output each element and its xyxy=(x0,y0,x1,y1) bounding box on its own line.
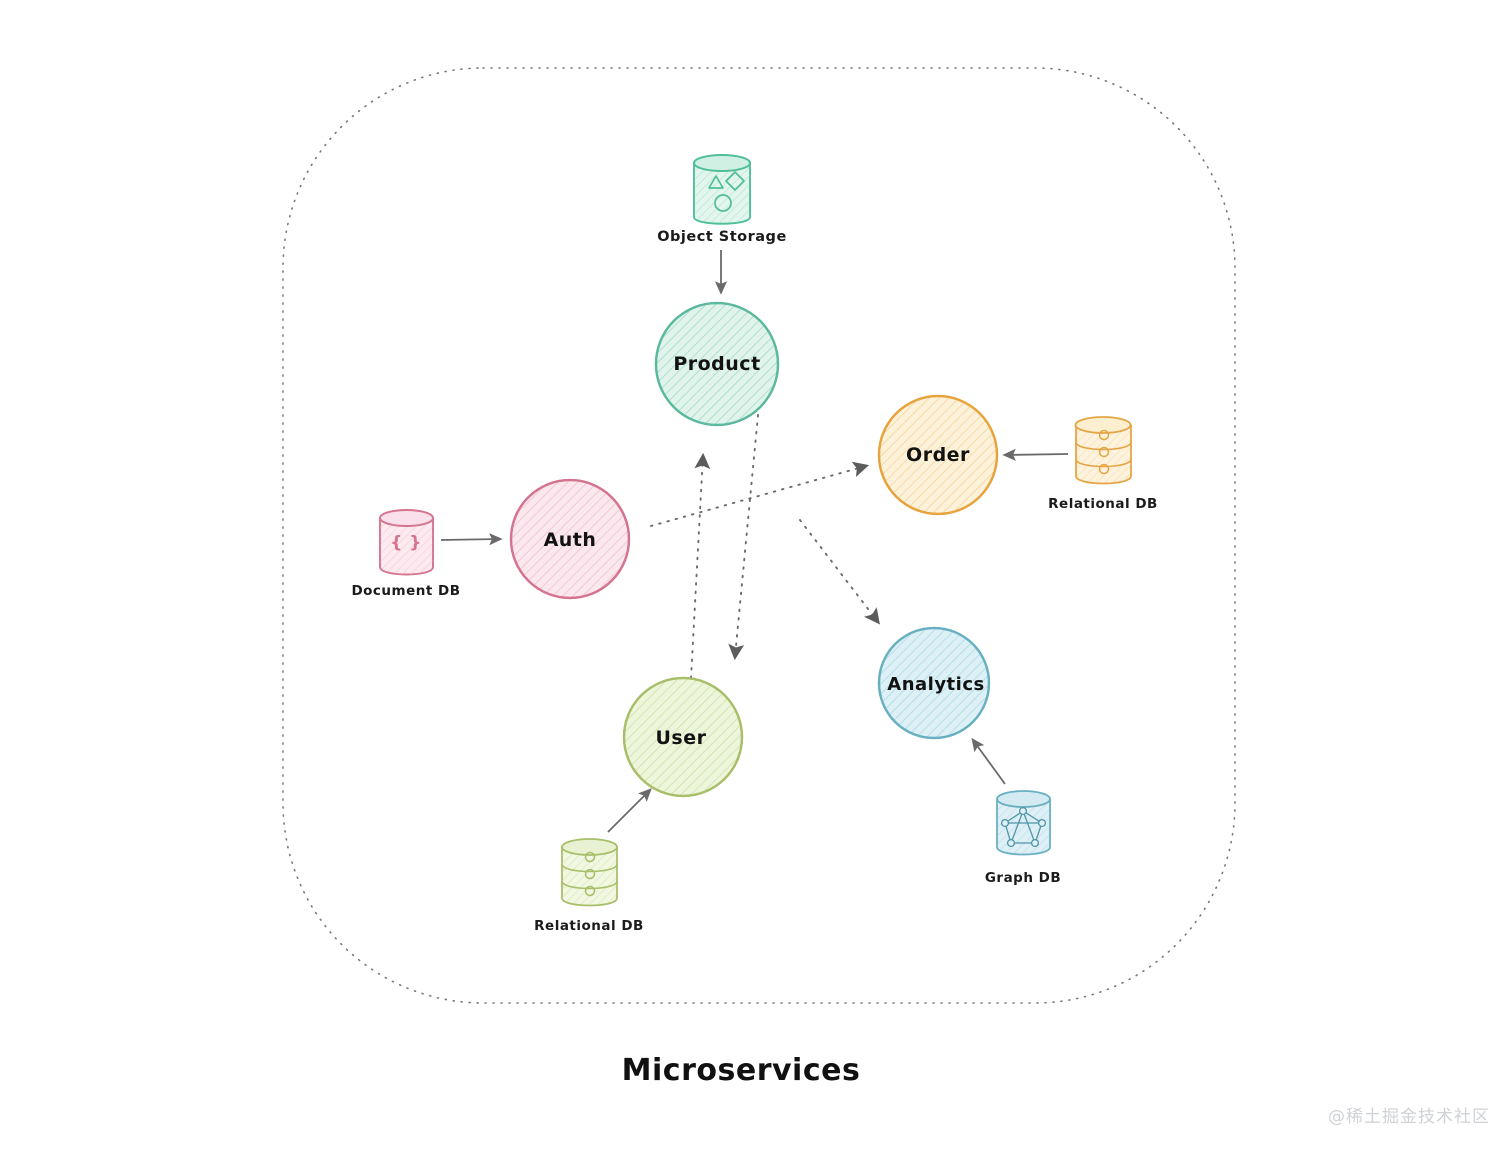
connection-document-db-to-auth xyxy=(440,533,503,546)
connection-product-to-user xyxy=(728,414,759,661)
datastore-label-graph-db: Graph DB xyxy=(985,870,1061,886)
datastore-label-relational-db-user: Relational DB xyxy=(534,918,644,934)
connection-auth-to-order xyxy=(650,461,870,527)
service-node-analytics[interactable]: Analytics xyxy=(877,626,991,740)
circle-glyph xyxy=(714,194,732,212)
service-node-user[interactable]: User xyxy=(622,676,744,798)
service-label-analytics: Analytics xyxy=(887,674,984,695)
datastore-document-db[interactable]: { } Document DB xyxy=(351,509,460,599)
connection-order-to-analytics xyxy=(799,519,880,625)
datastore-object-storage[interactable]: Object Storage xyxy=(657,154,787,245)
service-node-product[interactable]: Product xyxy=(654,301,780,427)
connection-user-to-product xyxy=(690,452,711,679)
datastore-label-document-db: Document DB xyxy=(351,583,460,599)
diagram-boundary xyxy=(282,67,1236,1004)
connection-graph-db-to-analytics xyxy=(971,737,1006,785)
service-label-order: Order xyxy=(906,444,970,466)
diagram-title: Microservices xyxy=(622,1053,861,1088)
watermark: @稀土掘金技术社区 xyxy=(1328,1107,1490,1127)
datastore-relational-db-user[interactable]: Relational DB xyxy=(534,838,644,934)
connection-relational-db-to-user xyxy=(607,788,652,833)
service-label-user: User xyxy=(656,727,707,749)
service-node-order[interactable]: Order xyxy=(877,394,999,516)
service-label-auth: Auth xyxy=(544,529,597,551)
service-node-auth[interactable]: Auth xyxy=(509,478,631,600)
datastore-label-object-storage: Object Storage xyxy=(657,229,787,245)
connection-relational-db-to-order xyxy=(1002,448,1069,461)
datastore-relational-db-order[interactable]: Relational DB xyxy=(1048,416,1158,512)
diamond-glyph xyxy=(725,171,745,191)
service-label-product: Product xyxy=(673,353,760,375)
triangle-glyph xyxy=(708,175,724,189)
datastore-label-relational-db-order: Relational DB xyxy=(1048,496,1158,512)
datastore-graph-db[interactable]: Graph DB xyxy=(985,790,1061,886)
braces-glyph: { } xyxy=(390,533,422,553)
graph-network-glyph xyxy=(1000,806,1047,848)
